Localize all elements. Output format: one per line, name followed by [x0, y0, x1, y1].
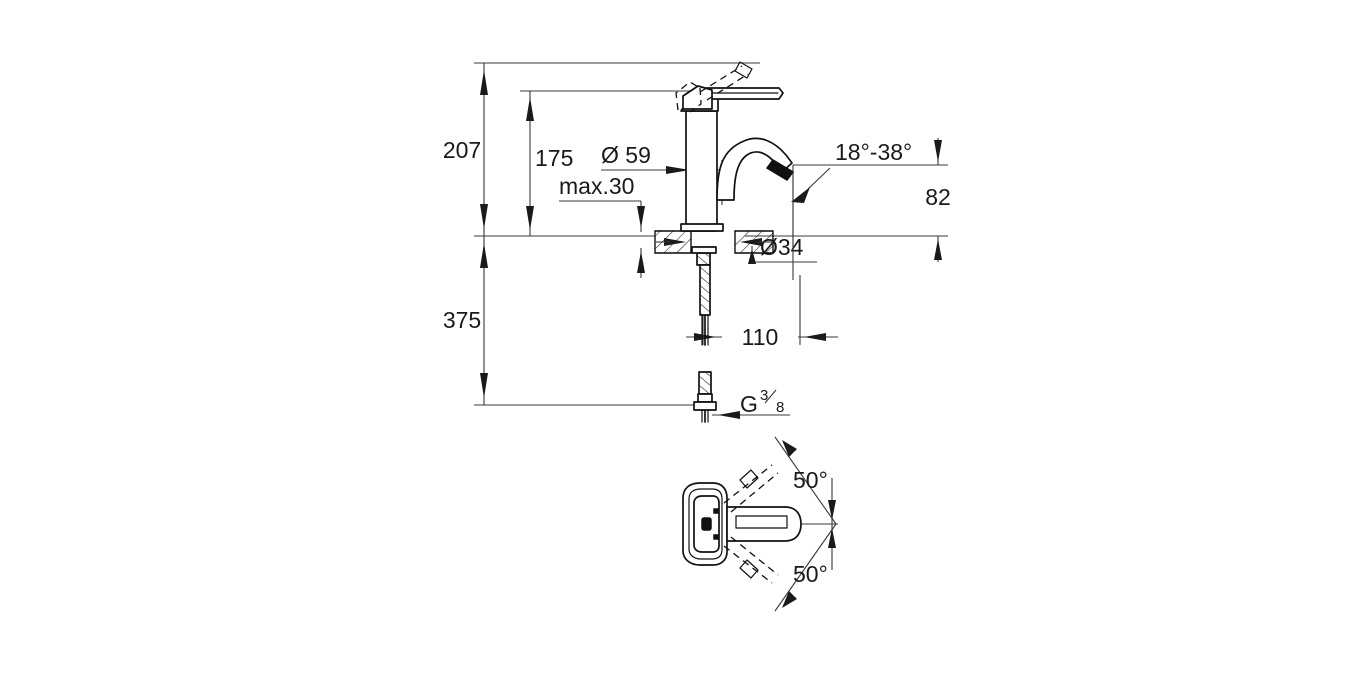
angle-dimension-lower: 50° — [774, 523, 837, 612]
faucet-base-flange — [680, 223, 724, 232]
lever-arm-plan — [726, 506, 802, 542]
dimension-label-max-deck-thickness: max.30 — [559, 173, 634, 199]
screw-dot-bottom — [713, 534, 719, 540]
handle-swivel-plan-view: 50° 50° — [682, 436, 838, 612]
dimension-110: 110 — [686, 275, 838, 350]
dimension-207: 207 — [443, 63, 488, 236]
dimension-375: 375 — [443, 236, 488, 405]
handle-phantom-position — [675, 81, 702, 113]
angle-label-lower: 50° — [793, 561, 828, 587]
dimension-label-thread-prefix: G — [740, 391, 758, 417]
dimension-label-spout-reach-height: 82 — [925, 184, 951, 210]
threaded-shank — [691, 246, 717, 346]
dimension-label-outlet-angle: 18°-38° — [835, 139, 912, 165]
dimension-label-spout-height: 175 — [535, 145, 573, 171]
dimension-outlet-angle: 18°-38° — [791, 139, 912, 246]
faucet-elevation-view — [654, 61, 795, 423]
dimension-label-thread-numerator: 3 — [760, 387, 768, 404]
dimension-175: 175 — [526, 91, 573, 236]
dimension-label-total-height: 207 — [443, 137, 481, 163]
dimension-label-body-diameter: Ø 59 — [601, 142, 651, 168]
handle-keyhole-slot — [701, 517, 712, 531]
lever-phantom-raised — [699, 61, 753, 101]
countertop-slab — [654, 230, 774, 254]
angle-label-upper: 50° — [793, 467, 828, 493]
dimension-label-shank-length: 375 — [443, 307, 481, 333]
dimension-label-thread-denominator: 8 — [776, 399, 784, 416]
screw-dot-top — [713, 508, 719, 514]
dimension-82: 82 — [925, 138, 951, 262]
handle-pivot-housing — [682, 85, 713, 110]
swivel-phantom-arms — [723, 464, 779, 584]
connection-nipple — [693, 371, 717, 423]
extension-lines — [474, 62, 948, 406]
dimension-max-30: max.30 — [559, 173, 645, 278]
dimension-connection-thread: G 3 8 — [712, 387, 790, 419]
dimension-label-spout-projection: 110 — [742, 324, 779, 350]
faucet-spout — [716, 137, 793, 201]
faucet-body-column — [685, 110, 718, 232]
angle-dimension-upper: 50° — [774, 436, 837, 525]
